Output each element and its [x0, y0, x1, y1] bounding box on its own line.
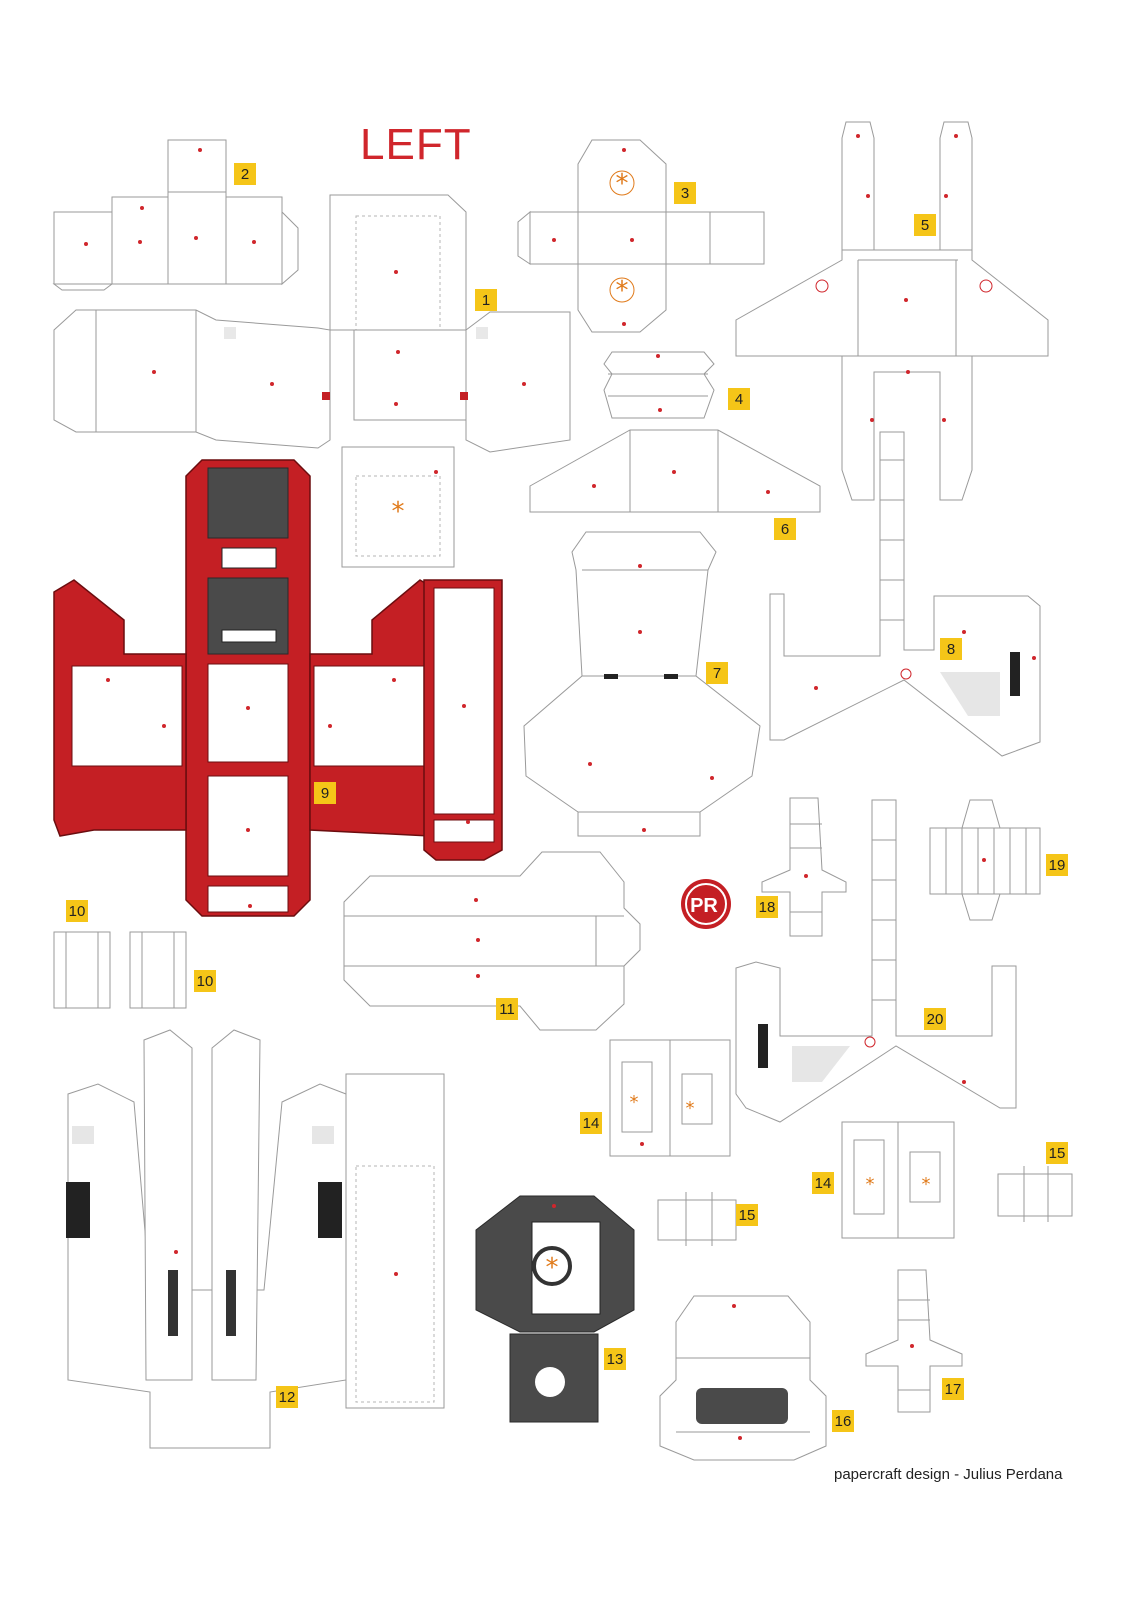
svg-text:8: 8: [947, 641, 955, 658]
label-11: 11: [496, 998, 518, 1020]
piece-7: [523, 531, 761, 837]
piece-13: [475, 1195, 635, 1423]
label-15-b: 15: [1046, 1142, 1068, 1164]
svg-text:14: 14: [583, 1115, 600, 1132]
glue-dots: [84, 134, 1036, 1440]
piece-1: [53, 194, 571, 568]
svg-text:17: 17: [945, 1381, 962, 1398]
svg-text:13: 13: [607, 1351, 624, 1368]
svg-text:*: *: [630, 1092, 639, 1113]
svg-text:*: *: [616, 276, 629, 306]
pr-logo: PR: [681, 879, 731, 929]
svg-text:20: 20: [927, 1011, 944, 1028]
label-20: 20: [924, 1008, 946, 1030]
label-2: 2: [234, 163, 256, 185]
svg-text:*: *: [922, 1174, 931, 1195]
svg-text:6: 6: [781, 521, 789, 538]
label-18: 18: [756, 896, 778, 918]
svg-text:*: *: [686, 1098, 695, 1119]
svg-text:4: 4: [735, 391, 743, 408]
label-10-b: 10: [194, 970, 216, 992]
svg-text:18: 18: [759, 899, 776, 916]
piece-4: [603, 351, 715, 419]
svg-text:16: 16: [835, 1413, 852, 1430]
piece-14-a: [609, 1039, 731, 1157]
label-3: 3: [674, 182, 696, 204]
piece-3: [517, 139, 765, 333]
piece-20: [735, 799, 1017, 1123]
credit-text: papercraft design - Julius Perdana: [834, 1466, 1063, 1483]
label-1: 1: [475, 289, 497, 311]
piece-10-a: [53, 931, 111, 1009]
piece-16: [659, 1295, 827, 1461]
svg-text:3: 3: [681, 185, 689, 202]
svg-text:*: *: [546, 1253, 559, 1283]
piece-2: [52, 139, 299, 291]
svg-text:*: *: [616, 169, 629, 199]
label-10-a: 10: [66, 900, 88, 922]
svg-text:10: 10: [197, 973, 214, 990]
label-12: 12: [276, 1386, 298, 1408]
piece-5: [735, 121, 1049, 501]
svg-text:1: 1: [482, 292, 490, 309]
svg-text:2: 2: [241, 166, 249, 183]
label-4: 4: [728, 388, 750, 410]
piece-9: [53, 459, 503, 917]
svg-text:7: 7: [713, 665, 721, 682]
title-text: LEFT: [360, 120, 472, 169]
piece-17: [865, 1269, 963, 1413]
piece-8: [769, 431, 1041, 757]
svg-text:11: 11: [499, 1001, 515, 1018]
svg-text:*: *: [392, 497, 405, 527]
piece-14-b: [841, 1121, 955, 1239]
label-17: 17: [942, 1378, 964, 1400]
piece-11: [343, 851, 641, 1031]
label-14-a: 14: [580, 1112, 602, 1134]
svg-text:12: 12: [279, 1389, 296, 1406]
svg-text:15: 15: [739, 1207, 756, 1224]
svg-text:9: 9: [321, 785, 329, 802]
piece-15-b: [997, 1166, 1073, 1222]
label-6: 6: [774, 518, 796, 540]
svg-text:15: 15: [1049, 1145, 1066, 1162]
asterisk-marks: * * * * * * * *: [392, 169, 931, 1283]
piece-18: [761, 797, 847, 937]
piece-12: [66, 1029, 445, 1449]
label-16: 16: [832, 1410, 854, 1432]
piece-15-a: [657, 1192, 737, 1246]
label-5: 5: [914, 214, 936, 236]
label-19: 19: [1046, 854, 1068, 876]
label-9: 9: [314, 782, 336, 804]
pr-logo-text: PR: [690, 895, 718, 917]
svg-text:14: 14: [815, 1175, 832, 1192]
label-7: 7: [706, 662, 728, 684]
piece-10-b: [129, 931, 187, 1009]
label-14-b: 14: [812, 1172, 834, 1194]
svg-text:10: 10: [69, 903, 86, 920]
svg-text:*: *: [866, 1174, 875, 1195]
label-8: 8: [940, 638, 962, 660]
label-13: 13: [604, 1348, 626, 1370]
piece-labels: 1 2 3 4 5 6 7 8 9 10 10 11 12 13 14 14 1…: [66, 163, 1068, 1432]
svg-text:5: 5: [921, 217, 929, 234]
svg-text:19: 19: [1049, 857, 1066, 874]
label-15-a: 15: [736, 1204, 758, 1226]
